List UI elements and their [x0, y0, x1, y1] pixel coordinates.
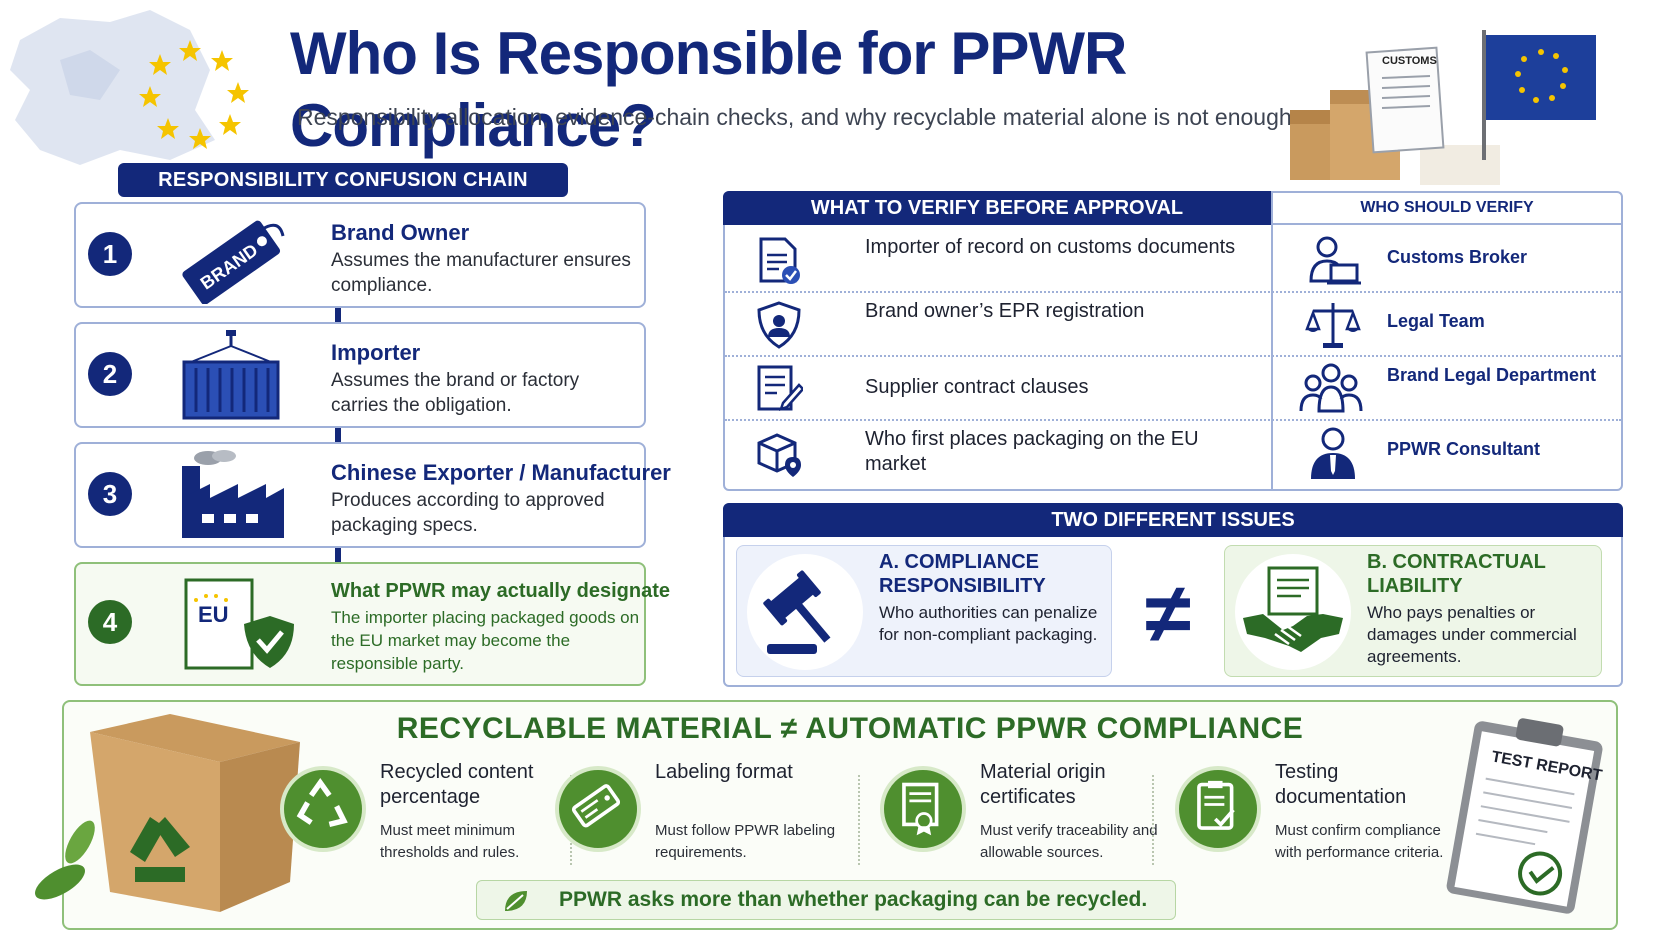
europe-map-illustration — [10, 10, 249, 165]
shipping-container-icon — [182, 330, 280, 420]
customs-boxes-illustration: CUSTOMS — [1290, 30, 1596, 185]
chain-item-brand-owner: 1 BRAND Brand Owner Assumes the manufact… — [74, 202, 646, 308]
label-tag-icon — [555, 766, 641, 852]
brand-tag-icon: BRAND — [182, 220, 285, 304]
issue-title: A. COMPLIANCE RESPONSIBILITY — [879, 551, 1046, 597]
handshake-contract-icon — [1243, 566, 1343, 652]
recycle-icon — [280, 766, 366, 852]
chain-desc: Assumes the manufacturer ensures complia… — [331, 250, 631, 296]
chain-item-importer: 2 Importer Assumes the brand or factory … — [74, 322, 646, 428]
scales-icon — [1305, 303, 1361, 348]
contract-pen-icon — [757, 365, 803, 411]
issue-compliance: A. COMPLIANCE RESPONSIBILITY Who authori… — [736, 545, 1112, 677]
step-number: 2 — [88, 352, 132, 396]
eu-document-shield-icon: EU — [184, 578, 294, 670]
certificate-icon — [880, 766, 966, 852]
chain-desc: Produces according to approved packaging… — [331, 490, 605, 536]
clipboard-check-icon — [1175, 766, 1261, 852]
requirement-desc: Must follow PPWR labeling requirements. — [655, 822, 836, 861]
chain-header: RESPONSIBILITY CONFUSION CHAIN — [118, 163, 568, 197]
issue-contractual: B. CONTRACTUAL LIABILITY Who pays penalt… — [1224, 545, 1602, 677]
chain-title: Importer — [331, 340, 421, 365]
document-check-icon — [759, 237, 800, 284]
step-number: 1 — [88, 232, 132, 276]
footer-text: PPWR asks more than whether packaging ca… — [559, 888, 1148, 911]
leaf-icon — [505, 891, 527, 911]
step-number: 4 — [88, 600, 132, 644]
divider — [858, 775, 860, 865]
page-title: Who Is Responsible for PPWR Compliance? — [290, 20, 1127, 159]
requirement-desc: Must verify traceability and allowable s… — [980, 822, 1158, 861]
requirement-name: Labeling format — [655, 761, 793, 783]
chain-title: What PPWR may actually designate — [331, 580, 670, 602]
verify-item: Who first places packaging on the EU mar… — [865, 428, 1199, 475]
requirement-desc: Must meet minimum thresholds and rules. — [380, 822, 520, 861]
divider — [1152, 775, 1154, 865]
verifier: Legal Team — [1387, 311, 1485, 331]
issue-icon-circle — [1235, 554, 1351, 670]
test-report-clipboard-illustration: TEST REPORT — [1446, 718, 1604, 914]
verify-item: Brand owner’s EPR registration — [865, 300, 1145, 322]
customs-label: CUSTOMS — [1382, 55, 1437, 67]
verify-header: WHAT TO VERIFY BEFORE APPROVAL — [723, 191, 1271, 225]
person-laptop-icon — [1309, 236, 1361, 285]
chain-item-ppwr-designation: 4 EU What PPWR may actually designate Th… — [74, 562, 670, 686]
issue-desc: Who pays penalties or damages under comm… — [1367, 603, 1577, 666]
group-icon — [1299, 363, 1363, 413]
chain-desc: Assumes the brand or factory carries the… — [331, 370, 580, 416]
verify-item: Supplier contract clauses — [865, 376, 1089, 398]
requirement-item: Recycled content percentage Must meet mi… — [280, 760, 560, 870]
requirement-item: Testing documentation Must confirm compl… — [1175, 760, 1455, 870]
chain-item-exporter: 3 Chinese Exporter / Manufacturer Produc… — [74, 442, 671, 548]
requirement-item: Material origin certificates Must verify… — [880, 760, 1160, 870]
recyclable-title: RECYCLABLE MATERIAL ≠ AUTOMATIC PPWR COM… — [396, 712, 1304, 745]
gavel-icon — [763, 570, 831, 654]
column-divider — [1271, 191, 1273, 491]
issue-title: B. CONTRACTUAL LIABILITY — [1367, 551, 1546, 597]
consultant-icon — [1311, 427, 1355, 479]
shield-person-icon — [757, 301, 801, 349]
issue-icon-circle — [747, 554, 863, 670]
requirement-name: Material origin certificates — [980, 761, 1106, 808]
svg-text:EU: EU — [198, 602, 229, 627]
verifier: Brand Legal Department — [1387, 365, 1597, 385]
chain-desc: The importer placing packaged goods on t… — [331, 608, 640, 673]
issue-desc: Who authorities can penalize for non-com… — [879, 603, 1098, 644]
box-location-icon — [757, 433, 801, 477]
verify-row: Brand owner’s EPR registration Legal Tea… — [725, 291, 1621, 357]
factory-icon — [182, 450, 284, 538]
recyclable-footer: PPWR asks more than whether packaging ca… — [476, 880, 1176, 920]
not-equal-icon: ≠ — [1144, 566, 1192, 660]
page-subtitle: Responsibility allocation, evidence-chai… — [297, 104, 1299, 130]
requirement-name: Testing documentation — [1275, 761, 1407, 808]
who-verify-header: WHO SHOULD VERIFY — [1271, 191, 1623, 225]
issues-header: TWO DIFFERENT ISSUES — [723, 503, 1623, 537]
chain-title: Chinese Exporter / Manufacturer — [331, 460, 671, 485]
requirement-item: Labeling format Must follow PPWR labelin… — [555, 760, 835, 870]
step-number: 3 — [88, 472, 132, 516]
verify-table — [723, 191, 1623, 491]
verifier: Customs Broker — [1387, 247, 1528, 267]
requirement-name: Recycled content percentage — [380, 761, 534, 808]
verify-row: Who first places packaging on the EU mar… — [725, 419, 1621, 485]
requirement-desc: Must confirm compliance with performance… — [1275, 822, 1444, 861]
chain-title: Brand Owner — [331, 220, 470, 245]
recycle-box-illustration — [35, 714, 300, 912]
verify-row: Supplier contract clauses Brand Legal De… — [725, 355, 1621, 421]
verify-row: Importer of record on customs documents … — [725, 227, 1621, 293]
verify-item: Importer of record on customs documents — [865, 236, 1236, 258]
verifier: PPWR Consultant — [1387, 439, 1540, 459]
